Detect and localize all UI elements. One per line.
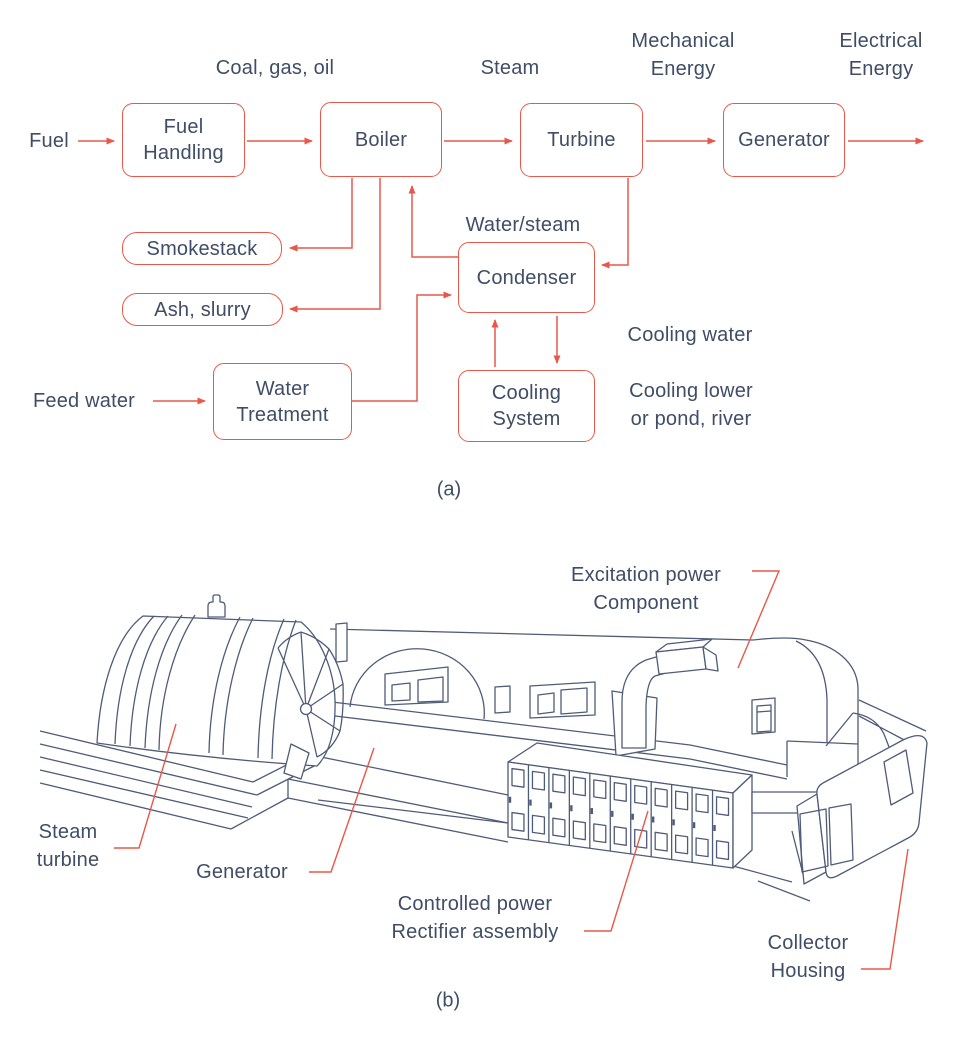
turbine-ribs [114,614,297,760]
box-ash-slurry-label: Ash, slurry [154,298,251,321]
box-boiler: Boiler [320,102,442,177]
box-condenser-label: Condenser [476,266,577,289]
label-collector-line2: Housing [770,960,846,982]
vent-panel-3 [529,681,596,719]
label-steam-turbine: Steam turbine [37,818,100,874]
flow-arrows [78,137,924,405]
vent-panel-2 [494,685,511,714]
rectifier-cabinet-assembly [507,742,753,869]
leader-generator [309,747,375,873]
label-rectifier-line2: Rectifier assembly [391,921,559,943]
label-cooling-lower: Cooling lower or pond, river [629,377,753,433]
label-excitation: Excitation power Component [571,561,721,617]
hall-arch [349,648,485,720]
label-mechanical-energy: Mechanical Energy [631,27,734,83]
box-water-treatment-label2: Treatment [236,403,329,426]
foundation-base [39,730,811,902]
box-condenser: Condenser [458,242,595,313]
box-ash-slurry: Ash, slurry [122,293,283,326]
exhaust-duct [611,638,719,757]
label-electrical-energy-line1: Electrical [839,30,923,52]
box-generator: Generator [723,103,845,177]
box-fuel-handling: Fuel Handling [122,103,245,177]
steam-turbine-body [96,594,336,767]
label-excitation-line2: Component [593,592,699,614]
caption-a: (a) [436,478,462,501]
box-turbine-label: Turbine [547,129,616,151]
label-feed-water: Feed water [32,390,136,412]
turbine-valve [207,594,226,618]
label-rectifier-line1: Controlled power [397,893,553,915]
collector-window [883,749,914,806]
leader-lines [114,570,909,970]
leader-rectifier [584,810,649,932]
box-fuel-handling-label1: Fuel [163,116,204,138]
generator-hall [317,628,859,824]
box-turbine: Turbine [520,103,643,177]
label-rectifier: Controlled power Rectifier assembly [392,890,559,946]
annex-roof [825,699,927,748]
label-collector: Collector Housing [768,929,849,985]
label-steam: Steam [480,57,540,79]
label-cooling-water: Cooling water [627,324,753,346]
label-collector-line1: Collector [767,932,849,954]
label-cooling-lower-line2: or pond, river [630,408,752,430]
box-water-treatment-label1: Water [255,377,310,400]
label-excitation-line1: Excitation power [571,564,721,586]
box-generator-label: Generator [738,129,830,151]
label-mechanical-energy-line2: Energy [650,58,716,80]
label-water-steam: Water/steam [465,214,581,236]
leader-collector [861,848,909,970]
cabinet-doors [508,764,730,866]
leader-steam-turbine [114,723,177,849]
turbine-coupling-spokes [277,622,348,780]
box-cooling-system-label2: System [492,408,561,430]
label-cooling-lower-line1: Cooling lower [629,380,753,402]
label-electrical-energy-line2: Energy [848,58,914,80]
excitation-door [751,697,776,735]
box-fuel-handling-label2: Handling [143,142,224,164]
collector-section [751,699,928,885]
label-steam-turbine-line2: turbine [36,849,100,871]
box-boiler-label: Boiler [354,128,408,151]
label-steam-turbine-line1: Steam [38,821,98,843]
box-cooling-system: Cooling System [458,370,595,442]
vent-panel-1 [384,666,449,706]
label-electrical-energy: Electrical Energy [839,27,922,83]
flow-diagram-connectors [78,137,924,405]
box-cooling-system-label1: Cooling [491,382,562,404]
box-water-treatment: Water Treatment [213,363,352,440]
turbine-generator-illustration [39,570,928,970]
caption-b: (b) [435,989,461,1012]
label-mechanical-energy-line1: Mechanical [631,30,735,52]
box-smokestack-label: Smokestack [146,237,258,260]
box-smokestack: Smokestack [122,232,282,265]
label-coal-gas-oil: Coal, gas, oil [215,57,335,79]
label-generator: Generator [196,861,288,883]
label-fuel-input: Fuel [29,130,69,152]
collector-housing-body [816,735,928,879]
leader-excitation [737,570,781,669]
